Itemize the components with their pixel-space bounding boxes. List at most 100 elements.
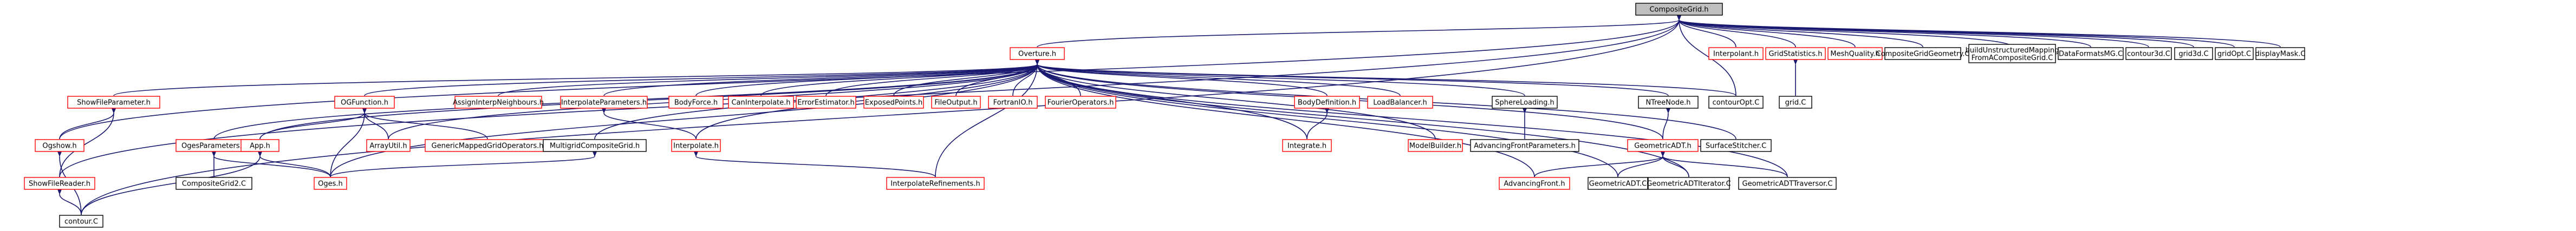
dependency-edge <box>893 59 1040 96</box>
node-contour-c[interactable]: contour.C <box>59 215 103 228</box>
node-box <box>1294 96 1360 109</box>
node-interpolaterefinements-h[interactable]: InterpolateRefinements.h <box>886 177 985 190</box>
node-box <box>1765 47 1826 60</box>
dependency-edge <box>1662 108 1671 140</box>
node-bodyforce-h[interactable]: BodyForce.h <box>668 96 724 109</box>
node-caninterpolate-h[interactable]: CanInterpolate.h <box>728 96 794 109</box>
node-exposedpoints-h[interactable]: ExposedPoints.h <box>863 96 924 109</box>
node-label: ShowFileParameter.h <box>77 99 151 107</box>
node-errorestimator-h[interactable]: ErrorEstimator.h <box>796 96 856 109</box>
node-compositegrid2-c[interactable]: CompositeGrid2.C <box>175 177 252 190</box>
node-advancingfrontparameters-h[interactable]: AdvancingFrontParameters.h <box>1470 139 1579 152</box>
node-interpolate-h[interactable]: Interpolate.h <box>671 139 721 152</box>
node-multigridcompositegrid-h[interactable]: MultigridCompositeGrid.h <box>543 139 647 152</box>
node-fortranio-h[interactable]: FortranIO.h <box>988 96 1038 109</box>
dependency-edge <box>1037 15 1682 48</box>
node-geometricadttraversor-c[interactable]: GeometricADTTraversor.C <box>1738 177 1837 190</box>
node-contouropt-c[interactable]: contourOpt.C <box>1708 96 1764 109</box>
node-label: AssignInterpNeighbours.h <box>453 99 544 107</box>
node-label: MeshQuality.h <box>1830 50 1879 58</box>
node-label: gridOpt.C <box>2217 50 2251 58</box>
node-label: ArrayUtil.h <box>369 142 407 150</box>
node-ntreenode-h[interactable]: NTreeNode.h <box>1638 96 1699 109</box>
node-overture-h[interactable]: Overture.h <box>1010 47 1065 60</box>
dependency-edge <box>1534 151 1666 177</box>
dependency-edge <box>330 151 597 177</box>
node-loadbalancer-h[interactable]: LoadBalancer.h <box>1367 96 1433 109</box>
dependency-edge <box>935 59 1040 177</box>
node-sphereloading-h[interactable]: SphereLoading.h <box>1492 96 1558 109</box>
dependency-edge <box>364 59 1040 96</box>
node-gridstatistics-h[interactable]: GridStatistics.h <box>1765 47 1826 60</box>
node-label: GeometricADT.C <box>1589 180 1647 188</box>
node-label: InterpolateRefinements.h <box>890 180 980 188</box>
node-box <box>2215 47 2254 60</box>
node-genericmappedgridoperators-h[interactable]: GenericMappedGridOperators.h <box>425 139 550 152</box>
node-label: MultigridCompositeGrid.h <box>550 142 640 150</box>
node-box <box>671 139 721 152</box>
node-oges-h[interactable]: Oges.h <box>314 177 347 190</box>
node-ogshow-h[interactable]: Ogshow.h <box>35 139 84 152</box>
node-box <box>1627 139 1699 152</box>
node-geometricadtiterator-c[interactable]: GeometricADTIterator.C <box>1647 177 1731 190</box>
node-box <box>863 96 924 109</box>
dependency-edge <box>603 59 1040 96</box>
node-interpolant-h[interactable]: Interpolant.h <box>1708 47 1764 60</box>
node-box <box>366 139 411 152</box>
node-box <box>1779 96 1812 109</box>
node-ogfunction-h[interactable]: OGFunction.h <box>334 96 395 109</box>
node-assigninterpneighbours-h[interactable]: AssignInterpNeighbours.h <box>453 96 544 109</box>
node-integrate-h[interactable]: Integrate.h <box>1282 139 1332 152</box>
node-arrayutil-h[interactable]: ArrayUtil.h <box>366 139 411 152</box>
node-box <box>1700 139 1772 152</box>
node-box <box>1499 177 1570 190</box>
dependency-edge <box>59 108 116 140</box>
node-ogesparameters-h[interactable]: OgesParameters.h <box>175 139 252 152</box>
node-dataformatsmg-c[interactable]: DataFormatsMG.C <box>2058 47 2124 60</box>
node-fourieroperators-h[interactable]: FourierOperators.h <box>1045 96 1116 109</box>
node-geometricadt-h[interactable]: GeometricADT.h <box>1627 139 1699 152</box>
node-advancingfront-h[interactable]: AdvancingFront.h <box>1499 177 1570 190</box>
node-modelbuilder-h[interactable]: ModelBuilder.h <box>1408 139 1463 152</box>
dependency-edge <box>1676 15 1736 48</box>
node-box <box>1470 139 1579 152</box>
node-meshquality-h[interactable]: MeshQuality.h <box>1827 47 1883 60</box>
node-fileoutput-h[interactable]: FileOutput.h <box>931 96 981 109</box>
node-surfacestitcher-c[interactable]: SurfaceStitcher.C <box>1700 139 1772 152</box>
dependency-edge <box>1676 15 1923 48</box>
node-contour3d-c[interactable]: contour3d.C <box>2125 47 2172 60</box>
node-box <box>988 96 1038 109</box>
dependency-edge <box>113 59 1040 96</box>
node-label: LoadBalancer.h <box>1373 99 1427 107</box>
node-label: OgesParameters.h <box>181 142 246 150</box>
node-box <box>1708 96 1764 109</box>
node-box <box>543 139 647 152</box>
dependency-edge <box>57 189 82 215</box>
dependency-edge <box>1035 59 1401 96</box>
node-label: BodyForce.h <box>674 99 718 107</box>
node-box <box>1635 3 1723 16</box>
node-displaymask-c[interactable]: displayMask.C <box>2255 47 2306 60</box>
node-label: contour.C <box>64 218 98 226</box>
dependency-nodes: CompositeGrid.h Overture.h Interpolant.h… <box>24 3 2306 228</box>
node-geometricadt-c[interactable]: GeometricADT.C <box>1588 177 1648 190</box>
node-interpolateparameters-h[interactable]: InterpolateParameters.h <box>560 96 648 109</box>
node-app-h[interactable]: App.h <box>240 139 279 152</box>
node-label: DataFormatsMG.C <box>2059 50 2123 58</box>
node-grid3d-c[interactable]: grid3d.C <box>2174 47 2213 60</box>
dependency-edge <box>81 151 263 215</box>
dependency-edge <box>211 151 331 177</box>
node-showfilereader-h[interactable]: ShowFileReader.h <box>24 177 95 190</box>
node-label: Oges.h <box>318 180 343 188</box>
node-box <box>67 96 160 109</box>
node-box <box>931 96 981 109</box>
node-compositegrid-h[interactable]: CompositeGrid.h <box>1635 3 1723 16</box>
node-grid-c[interactable]: grid.C <box>1779 96 1812 109</box>
node-label: Interpolant.h <box>1713 50 1759 58</box>
node-gridopt-c[interactable]: gridOpt.C <box>2215 47 2254 60</box>
node-showfileparameter-h[interactable]: ShowFileParameter.h <box>67 96 160 109</box>
node-box <box>2255 47 2305 60</box>
node-compositegridgeometry-c[interactable]: CompositeGridGeometry.C <box>1876 47 1970 60</box>
node-bodydefinition-h[interactable]: BodyDefinition.h <box>1294 96 1360 109</box>
